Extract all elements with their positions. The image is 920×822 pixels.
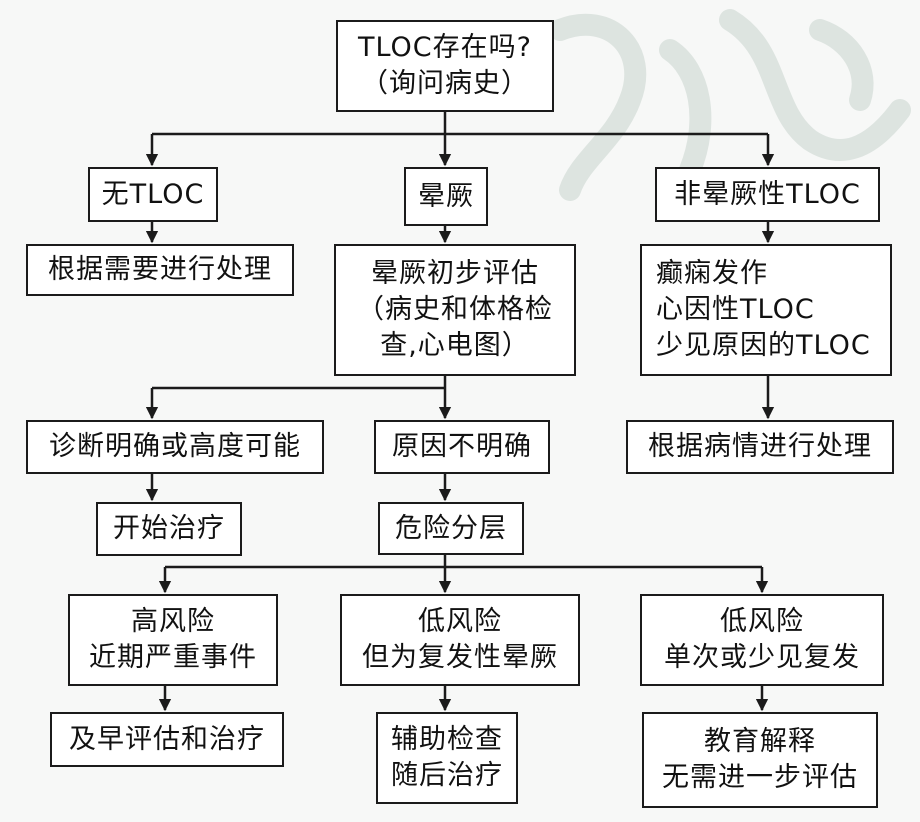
- node-text-line: TLOC存在吗?: [357, 32, 532, 63]
- node-non-syncope-tloc: 非晕厥性TLOC: [655, 167, 880, 222]
- node-text-line: 低风险: [418, 606, 502, 637]
- node-start-treatment: 开始治疗: [96, 502, 242, 556]
- node-text-line: 晕厥: [418, 180, 474, 212]
- node-syncope: 晕厥: [404, 167, 488, 226]
- node-text-line: 根据需要进行处理: [48, 254, 272, 285]
- node-early-evaluation: 及早评估和治疗: [50, 712, 284, 767]
- node-text-line: 非晕厥性TLOC: [674, 178, 861, 210]
- node-handle-as-needed: 根据需要进行处理: [26, 244, 294, 296]
- node-low-risk-single: 低风险 单次或少见复发: [640, 594, 884, 686]
- connector-eval-split: [152, 376, 447, 390]
- node-text-line: （病史和体格检: [357, 294, 553, 325]
- node-text-line: 无需进一步评估: [662, 762, 858, 793]
- node-text-line: 危险分层: [395, 512, 507, 544]
- connector-start-split: [152, 112, 768, 136]
- node-text-line: 少见原因的TLOC: [656, 330, 871, 361]
- node-tloc-question: TLOC存在吗? （询问病史）: [336, 20, 554, 112]
- node-text-line: （询问病史）: [361, 68, 529, 99]
- node-text-line: 癫痫发作: [656, 258, 768, 289]
- node-diagnosis-clear: 诊断明确或高度可能: [26, 420, 324, 474]
- calligraphy-watermark: [549, 9, 911, 201]
- node-text-line: 教育解释: [704, 726, 816, 757]
- node-text-line: 及早评估和治疗: [69, 723, 265, 755]
- node-handle-by-condition: 根据病情进行处理: [626, 420, 894, 474]
- node-text-line: 但为复发性晕厥: [362, 642, 558, 673]
- node-risk-stratification: 危险分层: [378, 502, 524, 555]
- node-text-line: 晕厥初步评估: [371, 258, 539, 289]
- node-text-line: 辅助检查: [391, 724, 503, 755]
- node-text-line: 高风险: [131, 606, 215, 637]
- node-no-tloc: 无TLOC: [88, 167, 218, 222]
- node-text-line: 随后治疗: [391, 760, 503, 791]
- node-auxiliary-exam: 辅助检查 随后治疗: [376, 712, 518, 804]
- node-low-risk-recurrent: 低风险 但为复发性晕厥: [340, 594, 580, 686]
- node-text-line: 近期严重事件: [89, 642, 257, 673]
- node-education: 教育解释 无需进一步评估: [642, 712, 878, 808]
- node-text-line: 单次或少见复发: [664, 642, 860, 673]
- node-non-syncope-types: 癫痫发作 心因性TLOC 少见原因的TLOC: [640, 244, 892, 376]
- node-cause-unclear: 原因不明确: [374, 420, 550, 474]
- node-high-risk: 高风险 近期严重事件: [68, 594, 278, 686]
- node-text-line: 心因性TLOC: [656, 294, 815, 325]
- node-text-line: 原因不明确: [392, 431, 532, 462]
- node-text-line: 无TLOC: [101, 178, 205, 210]
- node-initial-evaluation: 晕厥初步评估 （病史和体格检 查,心电图）: [334, 244, 576, 376]
- node-text-line: 根据病情进行处理: [648, 431, 872, 462]
- node-text-line: 查,心电图）: [380, 330, 530, 361]
- node-text-line: 开始治疗: [113, 513, 225, 544]
- connector-risk-split: [165, 555, 762, 569]
- node-text-line: 低风险: [720, 606, 804, 637]
- node-text-line: 诊断明确或高度可能: [49, 431, 301, 462]
